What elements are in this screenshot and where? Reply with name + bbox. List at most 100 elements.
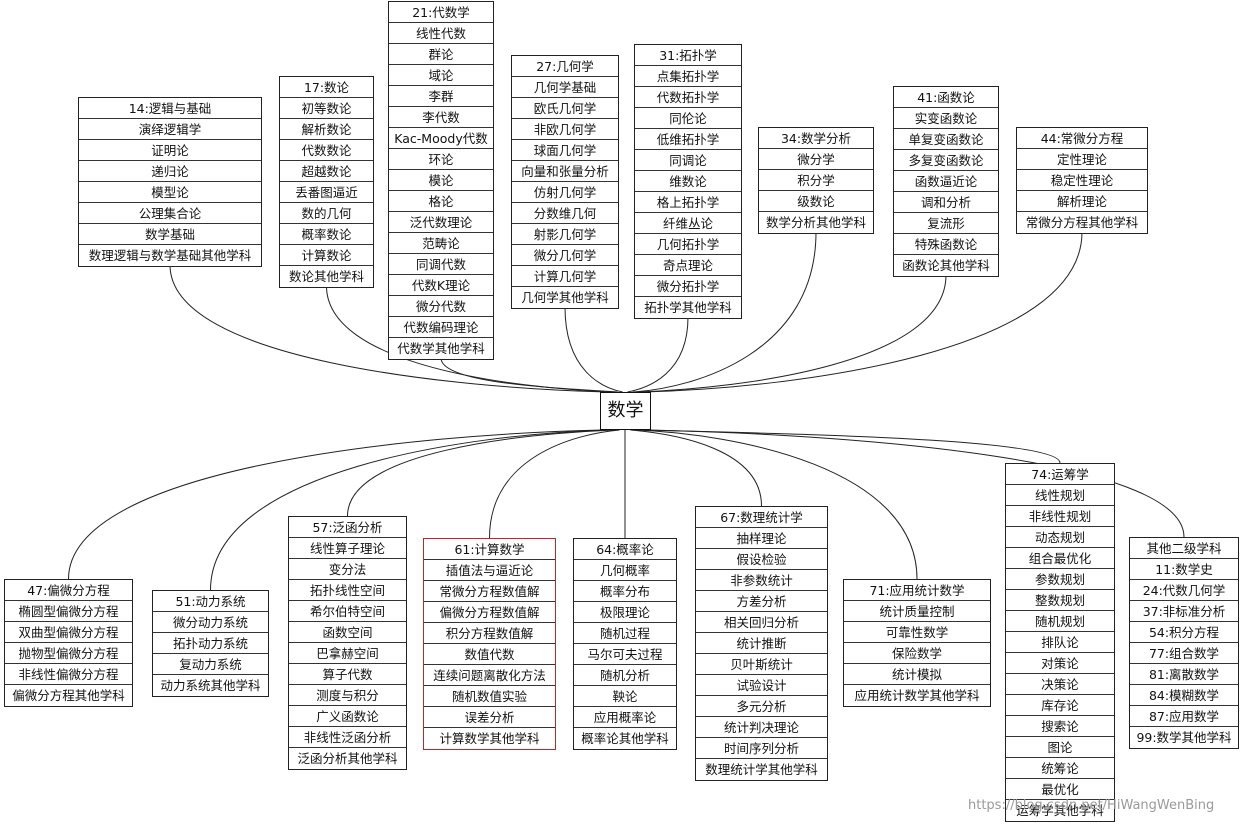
subject-item: 87:应用数学: [1130, 706, 1238, 727]
subject-item: 图论: [1006, 737, 1114, 758]
subject-item: 实变函数论: [894, 108, 998, 129]
subject-header: 44:常微分方程: [1017, 128, 1147, 149]
connector-line-gother: [647, 429, 1185, 538]
subject-item: 代数K理论: [389, 275, 493, 296]
subject-item: 对策论: [1006, 653, 1114, 674]
subject-item: 变分法: [289, 559, 406, 580]
subject-box-g44: 44:常微分方程定性理论稳定性理论解析理论常微分方程其他学科: [1016, 127, 1148, 234]
subject-item: 连续问题离散化方法: [424, 665, 555, 686]
subject-item: 方差分析: [696, 591, 827, 612]
subject-item: 马尔可夫过程: [574, 644, 676, 665]
subject-item: 插值法与逼近论: [424, 560, 555, 581]
connector-line-g27: [564, 306, 623, 393]
subject-item: 格论: [389, 191, 493, 212]
subject-item: 运筹学其他学科: [1016, 803, 1104, 818]
subject-item: 域论: [389, 65, 493, 86]
subject-item: 11:数学史: [1130, 559, 1238, 580]
subject-item: 54:积分方程: [1130, 622, 1238, 643]
subject-item: 模型论: [79, 182, 261, 203]
connector-line-g67: [630, 429, 762, 507]
subject-header: 27:几何学: [512, 56, 618, 77]
subject-item: 代数拓扑学: [635, 87, 741, 108]
subject-item: 多复变函数论: [894, 150, 998, 171]
subject-item: 函数逼近论: [894, 171, 998, 192]
subject-box-g27: 27:几何学几何学基础欧氏几何学非欧几何学球面几何学向量和张量分析仿射几何学分数…: [511, 55, 619, 309]
subject-item: 数值代数: [424, 644, 555, 665]
subject-item: 计算数学其他学科: [439, 731, 540, 746]
connector-line-g14: [169, 264, 607, 393]
subject-item: 复流形: [894, 213, 998, 234]
subject-item: 试验设计: [696, 675, 827, 696]
subject-item: 概率数论: [280, 224, 373, 245]
subject-item: 拓扑动力系统: [153, 633, 268, 654]
subject-item: 37:非标准分析: [1130, 601, 1238, 622]
subject-item: 希尔伯特空间: [289, 601, 406, 622]
subject-item: 参数规划: [1006, 569, 1114, 590]
subject-item: 测度与积分: [289, 685, 406, 706]
subject-box-g31: 31:拓扑学点集拓扑学代数拓扑学同伦论低维拓扑学同调论维数论格上拓扑学纤维丛论几…: [634, 44, 742, 319]
subject-item: 分数维几何: [512, 203, 618, 224]
connector-line-g71: [636, 429, 918, 580]
subject-item: 代数编码理论: [389, 317, 493, 338]
subject-item: 环论: [389, 149, 493, 170]
subject-item: 组合最优化: [1006, 548, 1114, 569]
subject-item: 群论: [389, 44, 493, 65]
subject-item: 计算数论: [280, 245, 373, 266]
subject-item: 丢番图逼近: [280, 182, 373, 203]
subject-item: 微分动力系统: [153, 612, 268, 633]
subject-header: 34:数学分析: [759, 128, 873, 149]
subject-item: 应用统计数学其他学科: [854, 688, 980, 703]
subject-item: 代数数论: [280, 140, 373, 161]
subject-item: 几何概率: [574, 560, 676, 581]
subject-item: 解析理论: [1017, 191, 1147, 212]
connector-line-g74: [642, 429, 1061, 464]
subject-item: 超越数论: [280, 161, 373, 182]
subject-item: 奇点理论: [635, 255, 741, 276]
subject-item: 统计质量控制: [844, 601, 990, 622]
subject-item: 泛代数理论: [389, 212, 493, 233]
subject-item: 函数空间: [289, 622, 406, 643]
subject-item: 线性算子理论: [289, 538, 406, 559]
subject-item: 随机数值实验: [424, 686, 555, 707]
subject-item: 动态规划: [1006, 527, 1114, 548]
subject-box-g71: 71:应用统计数学统计质量控制可靠性数学保险数学统计模拟应用统计数学其他学科: [843, 579, 991, 707]
subject-item: 相关回归分析: [696, 612, 827, 633]
subject-item: 最优化: [1006, 779, 1114, 800]
subject-header: 31:拓扑学: [635, 45, 741, 66]
subject-header: 67:数理统计学: [696, 507, 827, 528]
subject-item: Kac-Moody代数: [389, 128, 493, 149]
subject-header: 64:概率论: [574, 539, 676, 560]
subject-header: 17:数论: [280, 77, 373, 98]
subject-item: 假设检验: [696, 549, 827, 570]
subject-item: 77:组合数学: [1130, 643, 1238, 664]
connector-line-g47: [68, 429, 603, 580]
connector-line-g61: [489, 429, 620, 539]
subject-item: 初等数论: [280, 98, 373, 119]
subject-item: 非参数统计: [696, 570, 827, 591]
subject-item: 泛函分析其他学科: [297, 751, 398, 766]
subject-item: 拓扑线性空间: [289, 580, 406, 601]
subject-item: 复动力系统: [153, 654, 268, 675]
subject-item: 数理统计学其他学科: [705, 762, 818, 777]
subject-item: 非线性泛函分析: [289, 727, 406, 748]
subject-item: 椭圆型偏微分方程: [5, 601, 132, 622]
subject-box-g14: 14:逻辑与基础演绎逻辑学证明论递归论模型论公理集合论数学基础数理逻辑与数学基础…: [78, 97, 262, 267]
subject-item: 球面几何学: [512, 140, 618, 161]
subject-item: 排队论: [1006, 632, 1114, 653]
connector-line-g41: [637, 274, 947, 393]
subject-item: 非欧几何学: [512, 119, 618, 140]
subject-item: 双曲型偏微分方程: [5, 622, 132, 643]
subject-header: 47:偏微分方程: [5, 580, 132, 601]
subject-item: 非线性规划: [1006, 506, 1114, 527]
watermark-url: https://blog.csdn.net/HiWangWenBing: [968, 798, 1215, 813]
subject-item: 随机规划: [1006, 611, 1114, 632]
subject-item: 鞅论: [574, 686, 676, 707]
subject-item: 模论: [389, 170, 493, 191]
subject-item: 多元分析: [696, 696, 827, 717]
subject-item: 积分方程数值解: [424, 623, 555, 644]
subject-item: 误差分析: [424, 707, 555, 728]
subject-item: 常微分方程数值解: [424, 581, 555, 602]
